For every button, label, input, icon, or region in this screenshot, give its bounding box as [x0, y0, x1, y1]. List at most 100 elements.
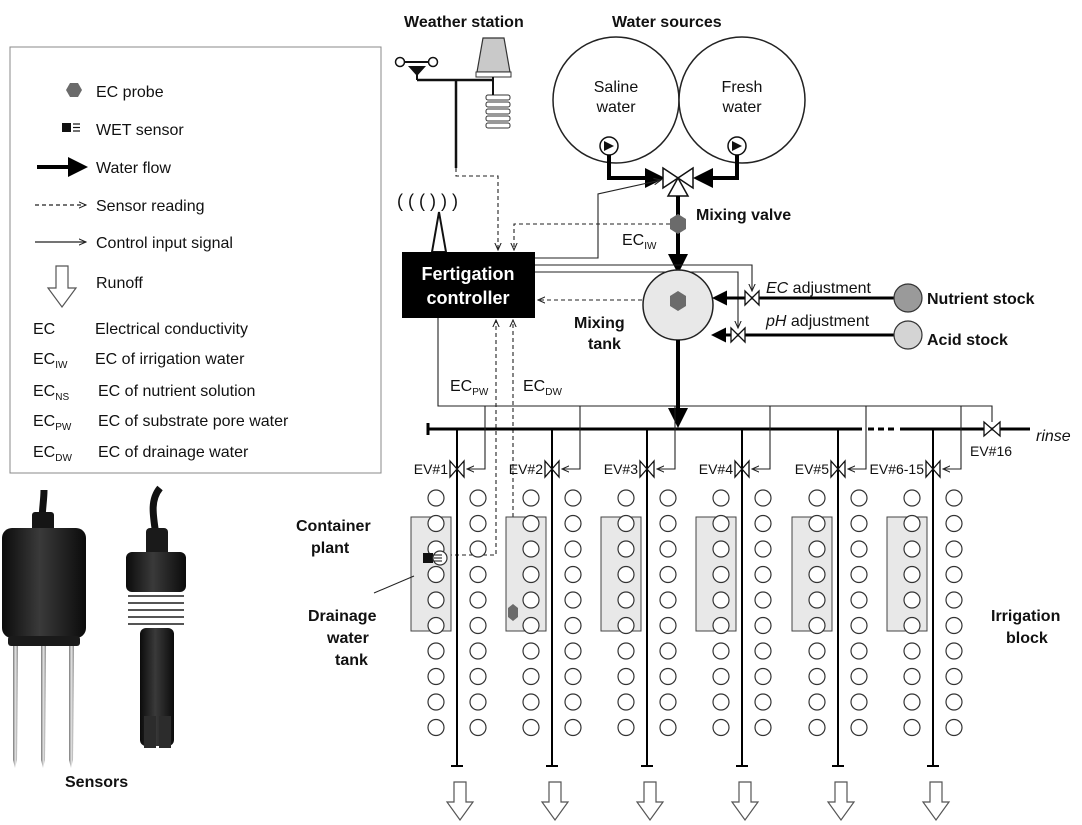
legend-control-input: Control input signal: [96, 235, 233, 252]
container-plant: [851, 694, 867, 710]
irrigation-block-label-1: Irrigation: [991, 608, 1060, 625]
ph-adjust-valve-icon: [731, 328, 745, 342]
sensor-photos: Sensors: [2, 488, 186, 791]
container-plant: [755, 516, 771, 532]
solenoid-valve-icon: [450, 461, 457, 477]
container-plant: [618, 541, 634, 557]
container-plant: [660, 720, 676, 736]
container-plant: [660, 516, 676, 532]
container-plant: [660, 618, 676, 634]
ec-adjustment-label: EC adjustment: [766, 280, 872, 297]
container-plant: [809, 618, 825, 634]
container-plant: [809, 720, 825, 736]
container-plant: [660, 567, 676, 583]
runoff-arrow-icon: [923, 782, 949, 820]
container-plant: [713, 643, 729, 659]
container-plant: [755, 694, 771, 710]
ph-adjustment-label: pH adjustment: [765, 313, 870, 330]
container-plant: [523, 541, 539, 557]
container-plant: [428, 643, 444, 659]
container-plant: [428, 516, 444, 532]
valve-label: EV#4: [699, 461, 733, 477]
mixing-valve-label: Mixing valve: [696, 207, 791, 224]
solenoid-valve-icon: [545, 461, 552, 477]
wet-sensor-icon: [62, 123, 80, 132]
container-plant-label-2: plant: [311, 540, 350, 557]
container-plant: [946, 490, 962, 506]
container-plant: [809, 541, 825, 557]
container-plant: [470, 516, 486, 532]
irrigation-block-label-2: block: [1006, 630, 1048, 647]
container-plant: [618, 490, 634, 506]
legend-def-ec: Electrical conductivity: [95, 321, 248, 338]
legend-sensor-reading: Sensor reading: [96, 198, 205, 215]
container-plant: [851, 490, 867, 506]
container-plant: [470, 490, 486, 506]
controller-label-1: Fertigation: [422, 264, 515, 284]
container-plant: [565, 567, 581, 583]
legend-def-ec-iw: EC of irrigation water: [95, 351, 245, 368]
runoff-arrow-icon: [637, 782, 663, 820]
svg-text:( ( ( ) ) ): ( ( ( ) ) ): [397, 191, 458, 211]
solenoid-valve-icon: [926, 461, 933, 477]
container-plant: [660, 592, 676, 608]
container-plant: [470, 541, 486, 557]
ec-pw-label: ECPW: [450, 378, 489, 398]
container-plant: [809, 490, 825, 506]
container-plant: [755, 618, 771, 634]
container-plant: [660, 643, 676, 659]
container-plant: [946, 720, 962, 736]
container-plant: [904, 694, 920, 710]
container-plant: [660, 669, 676, 685]
runoff-arrow-icon: [732, 782, 758, 820]
container-plant: [523, 643, 539, 659]
container-plant: [755, 669, 771, 685]
container-plant: [851, 592, 867, 608]
weather-station: Weather station ( ( ( ) ) ): [396, 14, 524, 252]
container-plant: [809, 643, 825, 659]
valve-label: EV#1: [414, 461, 448, 477]
rinse-label: rinse: [1036, 428, 1071, 445]
container-plant: [755, 541, 771, 557]
antenna-icon: ( ( ( ) ) ): [397, 191, 458, 252]
container-plant: [565, 618, 581, 634]
container-plant: [713, 618, 729, 634]
container-plant: [851, 541, 867, 557]
container-plant: [428, 720, 444, 736]
legend-def-ec-dw: EC of drainage water: [98, 444, 249, 461]
container-plant: [904, 592, 920, 608]
container-plant: [660, 490, 676, 506]
water-sources-label: Water sources: [612, 14, 722, 31]
ec-iw-label: ECIW: [622, 232, 657, 252]
solenoid-valve-icon: [735, 461, 742, 477]
wet-sensor-photo: [2, 490, 86, 768]
rain-gauge-icon: [476, 38, 511, 77]
container-plant: [428, 669, 444, 685]
rinse-valve-icon: [984, 422, 1000, 436]
container-plant: [618, 643, 634, 659]
container-plant: [618, 592, 634, 608]
container-plant: [565, 541, 581, 557]
runoff-arrow-icon: [447, 782, 473, 820]
container-plant: [565, 694, 581, 710]
radiation-shield-icon: [486, 95, 510, 128]
nutrient-stock-label: Nutrient stock: [927, 291, 1035, 308]
container-plant: [851, 567, 867, 583]
saline-label-1: Saline: [594, 79, 639, 96]
container-plant: [618, 567, 634, 583]
container-plant: [428, 567, 444, 583]
legend-ec-probe: EC probe: [96, 84, 164, 101]
block-wet-sensor-icon: [423, 551, 447, 565]
container-plant: [946, 618, 962, 634]
container-plant: [713, 720, 729, 736]
runoff-arrow-icon: [828, 782, 854, 820]
nutrient-stock-tank: [894, 284, 922, 312]
container-plant: [660, 694, 676, 710]
container-plant: [713, 541, 729, 557]
container-plant: [946, 669, 962, 685]
container-plant: [565, 643, 581, 659]
container-plant: [618, 618, 634, 634]
mixing-tank-label-1: Mixing: [574, 315, 625, 332]
container-plant: [523, 490, 539, 506]
